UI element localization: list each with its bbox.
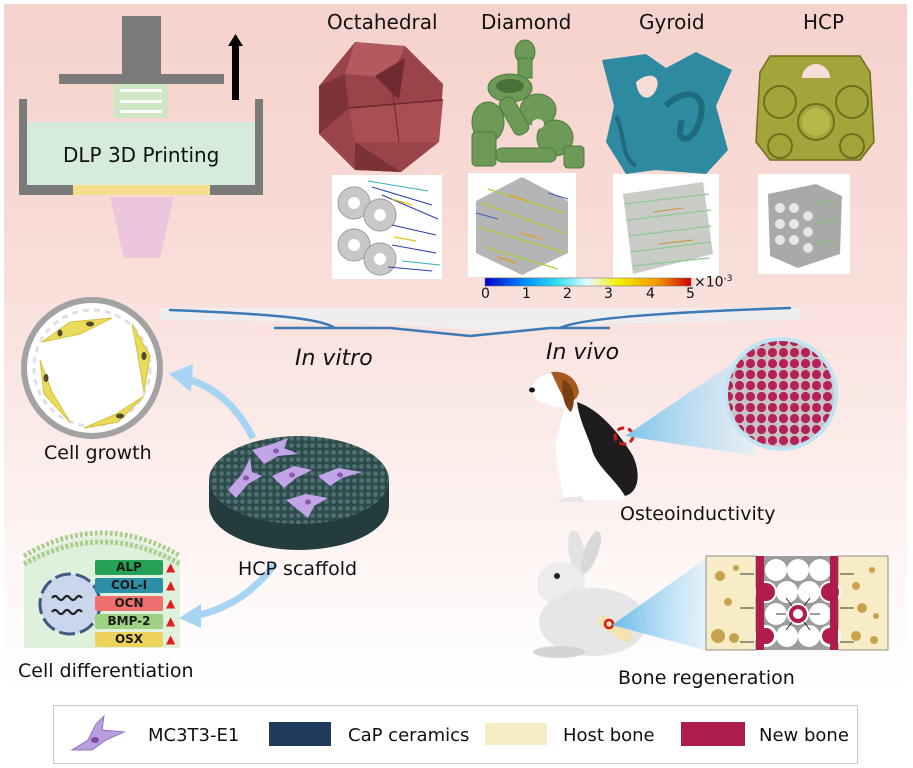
gyroid-model bbox=[602, 52, 732, 174]
vat-window bbox=[73, 185, 210, 195]
legend-label-host-bone: Host bone bbox=[563, 725, 655, 746]
in-vivo-label: In vivo bbox=[546, 340, 620, 365]
legend-swatch-host-bone bbox=[485, 723, 547, 745]
zoom-cone-dog bbox=[625, 348, 755, 456]
colorbar-tick-2: 2 bbox=[563, 286, 572, 302]
legend-swatch-new-bone bbox=[681, 722, 745, 746]
flow-simulation-octahedral bbox=[332, 175, 442, 279]
colorbar-tick-4: 4 bbox=[646, 286, 655, 302]
hcp-scaffold-label: HCP scaffold bbox=[238, 558, 358, 580]
printer-shaft bbox=[122, 16, 161, 76]
vat-wall-right bbox=[255, 99, 263, 195]
gene-ocn: OCN bbox=[95, 596, 163, 611]
hcp-model bbox=[755, 55, 875, 161]
structure-title-hcp: HCP bbox=[803, 10, 845, 34]
cell-differentiation-label: Cell differentiation bbox=[18, 660, 194, 682]
rabbit-illustration bbox=[533, 530, 647, 658]
octahedral-model bbox=[319, 42, 444, 172]
colorbar-tick-0: 0 bbox=[481, 286, 490, 302]
host-bone-right bbox=[837, 555, 889, 651]
flow-simulation-hcp bbox=[758, 174, 850, 274]
hcp-scaffold-disk bbox=[209, 436, 389, 550]
arrow-to-cell-growth bbox=[169, 364, 257, 440]
gene-col-i: COL-I bbox=[95, 578, 163, 593]
histology-section bbox=[724, 337, 838, 451]
resin-bath bbox=[27, 122, 255, 185]
layer-line bbox=[120, 89, 162, 92]
gene-alp: ALP bbox=[95, 560, 163, 575]
branch-brace bbox=[160, 306, 800, 338]
legend-label-mc3t3: MC3T3-E1 bbox=[148, 725, 240, 746]
colorbar-tick-3: 3 bbox=[604, 286, 613, 302]
light-beam bbox=[110, 197, 174, 258]
colorbar-exponent-base: ×10 bbox=[694, 274, 724, 291]
colorbar-tick-1: 1 bbox=[522, 286, 531, 302]
flow-simulation-gyroid bbox=[613, 174, 719, 278]
structure-title-diamond: Diamond bbox=[481, 10, 572, 34]
in-vitro-label: In vitro bbox=[295, 346, 373, 371]
bone-regeneration-label: Bone regeneration bbox=[618, 667, 795, 689]
diamond-model bbox=[471, 39, 585, 169]
cell-icon bbox=[70, 714, 126, 751]
up-arrow-icon: ▲ bbox=[166, 632, 176, 646]
velocity-colorbar bbox=[484, 277, 692, 287]
legend-label-cap-ceramics: CaP ceramics bbox=[348, 725, 470, 746]
layer-line bbox=[120, 110, 162, 113]
gene-bmp-2: BMP-2 bbox=[95, 614, 163, 629]
up-arrow-icon bbox=[228, 34, 243, 100]
up-arrow-icon: ▲ bbox=[166, 560, 176, 574]
osteoinductivity-label: Osteoinductivity bbox=[620, 503, 776, 525]
up-arrow-icon: ▲ bbox=[166, 578, 176, 592]
up-arrow-icon: ▲ bbox=[166, 614, 176, 628]
legend-swatch-cap-ceramics bbox=[269, 722, 331, 746]
zoom-cone-rabbit bbox=[612, 557, 708, 651]
colorbar-tick-5: 5 bbox=[686, 286, 695, 302]
structure-title-octahedral: Octahedral bbox=[327, 10, 438, 34]
legend: MC3T3-E1 CaP ceramics Host bone New bone bbox=[53, 705, 858, 764]
structure-title-gyroid: Gyroid bbox=[639, 10, 705, 34]
legend-label-new-bone: New bone bbox=[759, 725, 849, 746]
flow-simulation-diamond bbox=[468, 173, 576, 277]
build-platform bbox=[59, 74, 224, 84]
dog-illustration bbox=[529, 371, 638, 502]
dlp-printing-label: DLP 3D Printing bbox=[63, 143, 220, 167]
gene-osx: OSX bbox=[95, 632, 163, 647]
dlp-printer-illustration bbox=[19, 16, 263, 258]
arrow-to-cell-differentiation bbox=[179, 561, 278, 628]
vat-wall-left bbox=[19, 99, 27, 195]
colorbar-exponent-power: -3 bbox=[723, 274, 733, 284]
cell-growth-illustration bbox=[21, 297, 163, 439]
bone-regeneration-schematic bbox=[705, 555, 889, 651]
cell-growth-label: Cell growth bbox=[44, 442, 152, 464]
colorbar-gradient bbox=[484, 277, 692, 287]
layer-line bbox=[120, 100, 162, 103]
colorbar-exponent: ×10-3 bbox=[694, 274, 733, 291]
up-arrow-icon: ▲ bbox=[166, 596, 176, 610]
